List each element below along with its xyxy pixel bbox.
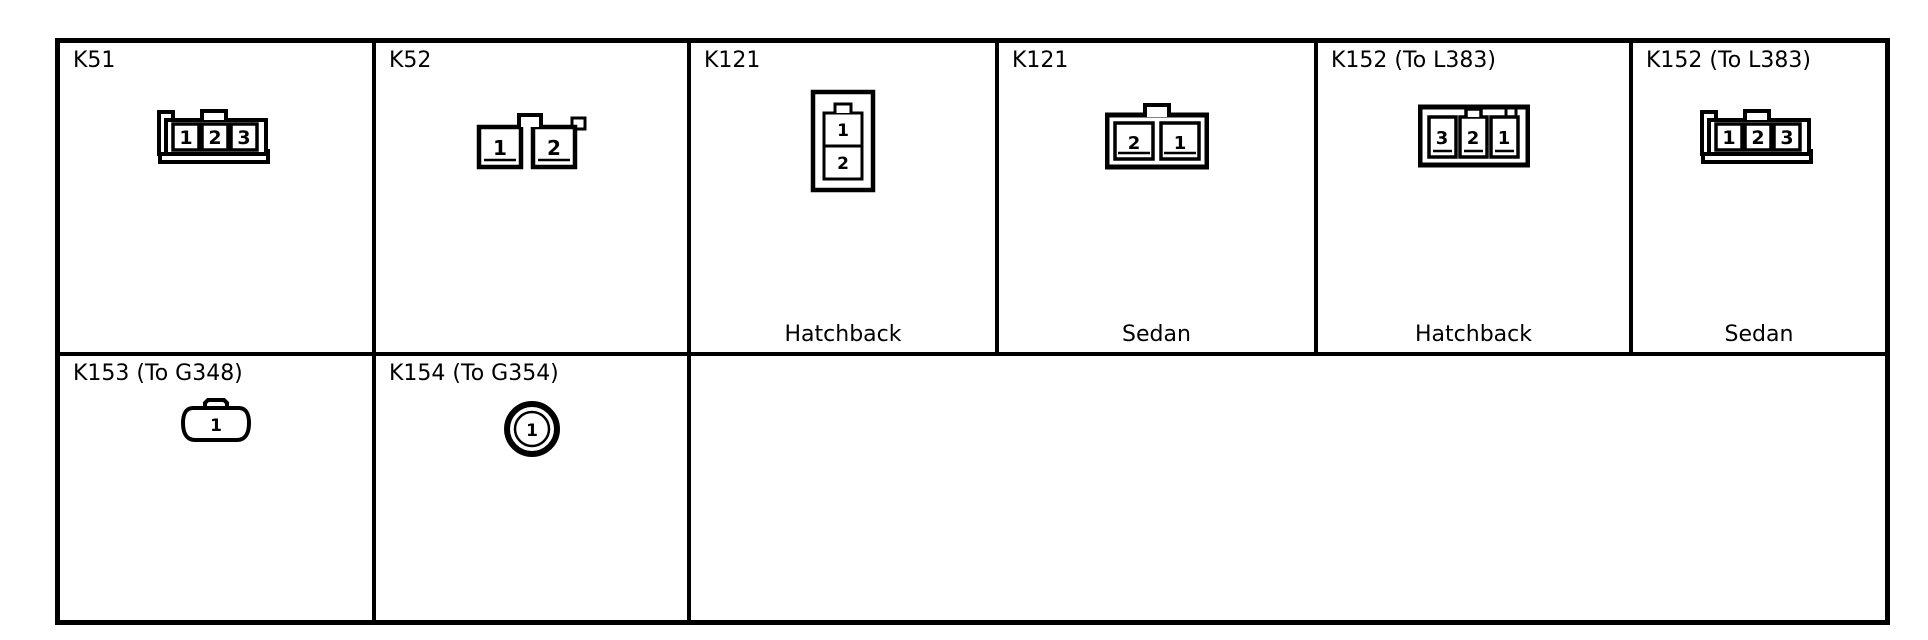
- cell-k152-hatchback: K152 (To L383) 3 2 1 Hatchback: [1318, 43, 1633, 356]
- cell-k121-hatchback: K121 1 2 Hatchback: [691, 43, 999, 356]
- pin-number: 2: [1466, 128, 1479, 149]
- pin-number: 1: [1722, 127, 1735, 149]
- pin-number: 1: [1173, 133, 1186, 154]
- variant-label: Hatchback: [784, 322, 902, 347]
- connector-grid: K51 1 2 3 K52: [55, 38, 1890, 625]
- k52-connector-icon: 1 2: [476, 113, 586, 170]
- empty-cell: [691, 356, 1885, 620]
- cell-k51: K51 1 2 3: [60, 43, 376, 356]
- k121-hatchback-connector-icon: 1 2: [810, 89, 876, 193]
- pin-number: 3: [1435, 128, 1448, 149]
- cell-k154: K154 (To G354) 1: [376, 356, 691, 620]
- pin-number: 1: [493, 136, 507, 160]
- k152-sedan-connector-icon: 1 2 3: [1700, 109, 1813, 164]
- cell-label: K121: [1012, 48, 1069, 73]
- pin-number: 3: [237, 127, 250, 149]
- cell-label: K121: [704, 48, 761, 73]
- k152-hatchback-connector-icon: 3 2 1: [1417, 104, 1530, 168]
- cell-k153: K153 (To G348) 1: [60, 356, 376, 620]
- variant-label: Sedan: [1724, 322, 1794, 347]
- cell-k121-sedan: K121 2 1 Sedan: [999, 43, 1318, 356]
- cell-label: K52: [389, 48, 432, 73]
- cell-k152-sedan: K152 (To L383) 1 2 3 Sedan: [1633, 43, 1885, 356]
- pin-number: 2: [208, 127, 221, 149]
- pin-number: 3: [1780, 127, 1793, 149]
- cell-label: K152 (To L383): [1331, 48, 1496, 73]
- pin-number: 1: [837, 121, 849, 141]
- k51-connector-icon: 1 2 3: [157, 109, 270, 164]
- cell-label: K152 (To L383): [1646, 48, 1811, 73]
- pin-number: 2: [1751, 127, 1764, 149]
- cell-k52: K52 1 2: [376, 43, 691, 356]
- pin-number: 2: [837, 154, 849, 174]
- k154-connector-icon: 1: [503, 401, 560, 457]
- pin-number: 1: [526, 421, 538, 441]
- cell-label: K154 (To G354): [389, 361, 559, 386]
- pin-number: 1: [179, 127, 192, 149]
- pin-number: 1: [210, 416, 222, 436]
- variant-label: Sedan: [1122, 322, 1191, 347]
- pin-number: 2: [547, 136, 561, 160]
- k153-connector-icon: 1: [181, 398, 251, 442]
- variant-label: Hatchback: [1415, 322, 1532, 347]
- k121-sedan-connector-icon: 2 1: [1104, 103, 1209, 170]
- pin-number: 2: [1127, 133, 1140, 154]
- cell-label: K153 (To G348): [73, 361, 243, 386]
- cell-label: K51: [73, 48, 116, 73]
- pin-number: 1: [1497, 128, 1510, 149]
